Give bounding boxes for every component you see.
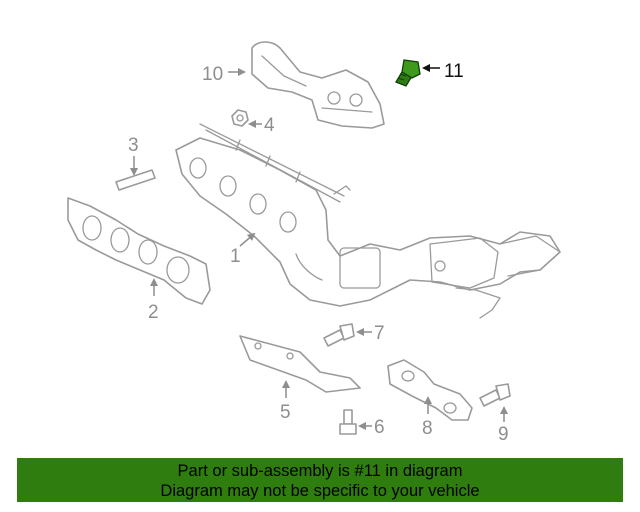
part-3-stud	[115, 169, 156, 191]
callout-6: 6	[374, 417, 385, 438]
part-10-heat-shield	[251, 41, 385, 129]
callout-4: 4	[264, 115, 275, 136]
part-2-gasket	[67, 197, 211, 305]
callout-10: 10	[202, 64, 223, 85]
part-7-bolt	[323, 323, 355, 347]
part-6-stud-bolt	[339, 409, 357, 435]
banner-line-1: Part or sub-assembly is #11 in diagram	[177, 462, 463, 480]
leader-lines	[130, 64, 508, 430]
callout-1: 1	[230, 246, 241, 267]
part-11-bolt	[395, 59, 421, 87]
part-9-bolt	[479, 383, 511, 407]
callout-8: 8	[422, 418, 433, 439]
part-4-nut	[231, 109, 249, 127]
callout-9: 9	[498, 424, 509, 445]
part-1-exhaust-manifold	[175, 123, 561, 319]
callout-11: 11	[444, 61, 464, 82]
callout-7: 7	[374, 323, 385, 344]
parts-diagram: 10 11 4 3 2 1 7 5 6 8 9	[67, 41, 561, 445]
callout-5: 5	[280, 402, 291, 423]
leader-1	[239, 232, 256, 247]
banner-line-2: Diagram may not be specific to your vehi…	[160, 482, 480, 500]
part-5-bracket	[239, 335, 361, 393]
part-8-bracket	[387, 359, 473, 421]
info-banner: Part or sub-assembly is #11 in diagram D…	[17, 458, 623, 502]
callout-2: 2	[148, 302, 159, 323]
callout-3: 3	[128, 135, 139, 156]
